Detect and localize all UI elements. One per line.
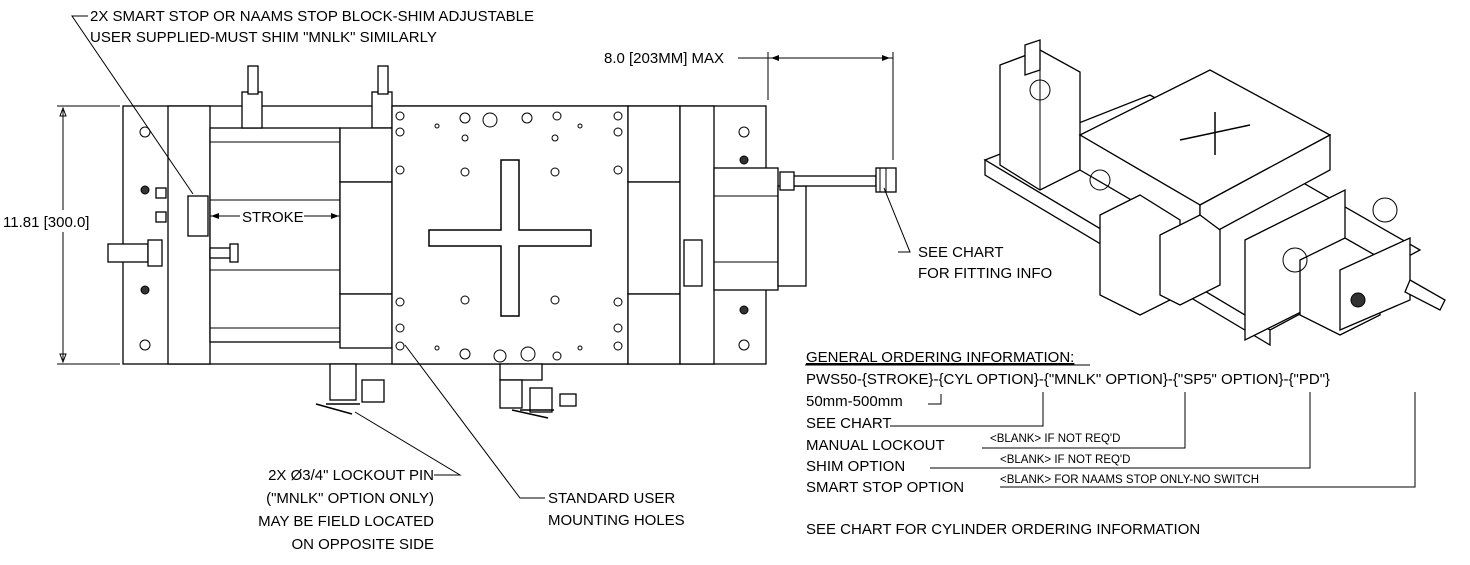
height-dimension-label: 11.81 [300.0] (3, 214, 89, 231)
lockout-callout-line2: ("MNLK" OPTION ONLY) (266, 490, 434, 507)
top-view (107, 65, 897, 419)
stop-block-callout-line2: USER SUPPLIED-MUST SHIM "MNLK" SIMILARLY (90, 29, 437, 46)
see-chart-line1: SEE CHART (918, 244, 1004, 261)
isometric-view (983, 39, 1446, 347)
lockout-callout-line4: ON OPPOSITE SIDE (291, 536, 434, 553)
stroke-range: 50mm-500mm (806, 393, 903, 410)
dimensions (57, 15, 911, 499)
lockout-callout-line1: 2X Ø3/4" LOCKOUT PIN (268, 467, 434, 484)
ordering-code: PWS50-{STROKE}-{CYL OPTION}-{"MNLK" OPTI… (806, 371, 1330, 388)
shim-option-label: SHIM OPTION (806, 458, 905, 475)
see-chart-line2: FOR FITTING INFO (918, 265, 1052, 282)
stroke-label: STROKE (242, 209, 304, 226)
cross-slot (428, 159, 592, 317)
mounting-holes (395, 111, 623, 363)
table-top (391, 105, 629, 365)
see-chart-ordering: SEE CHART (806, 415, 892, 432)
stop-block (187, 195, 209, 237)
stop-block-callout-line1: 2X SMART STOP OR NAAMS STOP BLOCK-SHIM A… (90, 8, 534, 25)
lockout-callout-line3: MAY BE FIELD LOCATED (258, 513, 434, 530)
mounting-holes-line2: MOUNTING HOLES (548, 512, 685, 529)
mounting-holes-line1: STANDARD USER (548, 490, 675, 507)
manual-lockout-label: MANUAL LOCKOUT (806, 437, 945, 454)
ordering-heading: GENERAL ORDERING INFORMATION: (806, 349, 1074, 366)
ordering-footer: SEE CHART FOR CYLINDER ORDERING INFORMAT… (806, 521, 1200, 538)
shim-option-note: <BLANK> IF NOT REQ'D (1000, 454, 1130, 466)
manual-lockout-note: <BLANK> IF NOT REQ'D (990, 433, 1120, 445)
smart-stop-note: <BLANK> FOR NAAMS STOP ONLY-NO SWITCH (1000, 474, 1259, 486)
cylinder (713, 167, 779, 291)
max-dimension-label: 8.0 [203MM] MAX (604, 50, 724, 67)
smart-stop-label: SMART STOP OPTION (806, 479, 964, 496)
ordering-lines (805, 364, 1416, 488)
